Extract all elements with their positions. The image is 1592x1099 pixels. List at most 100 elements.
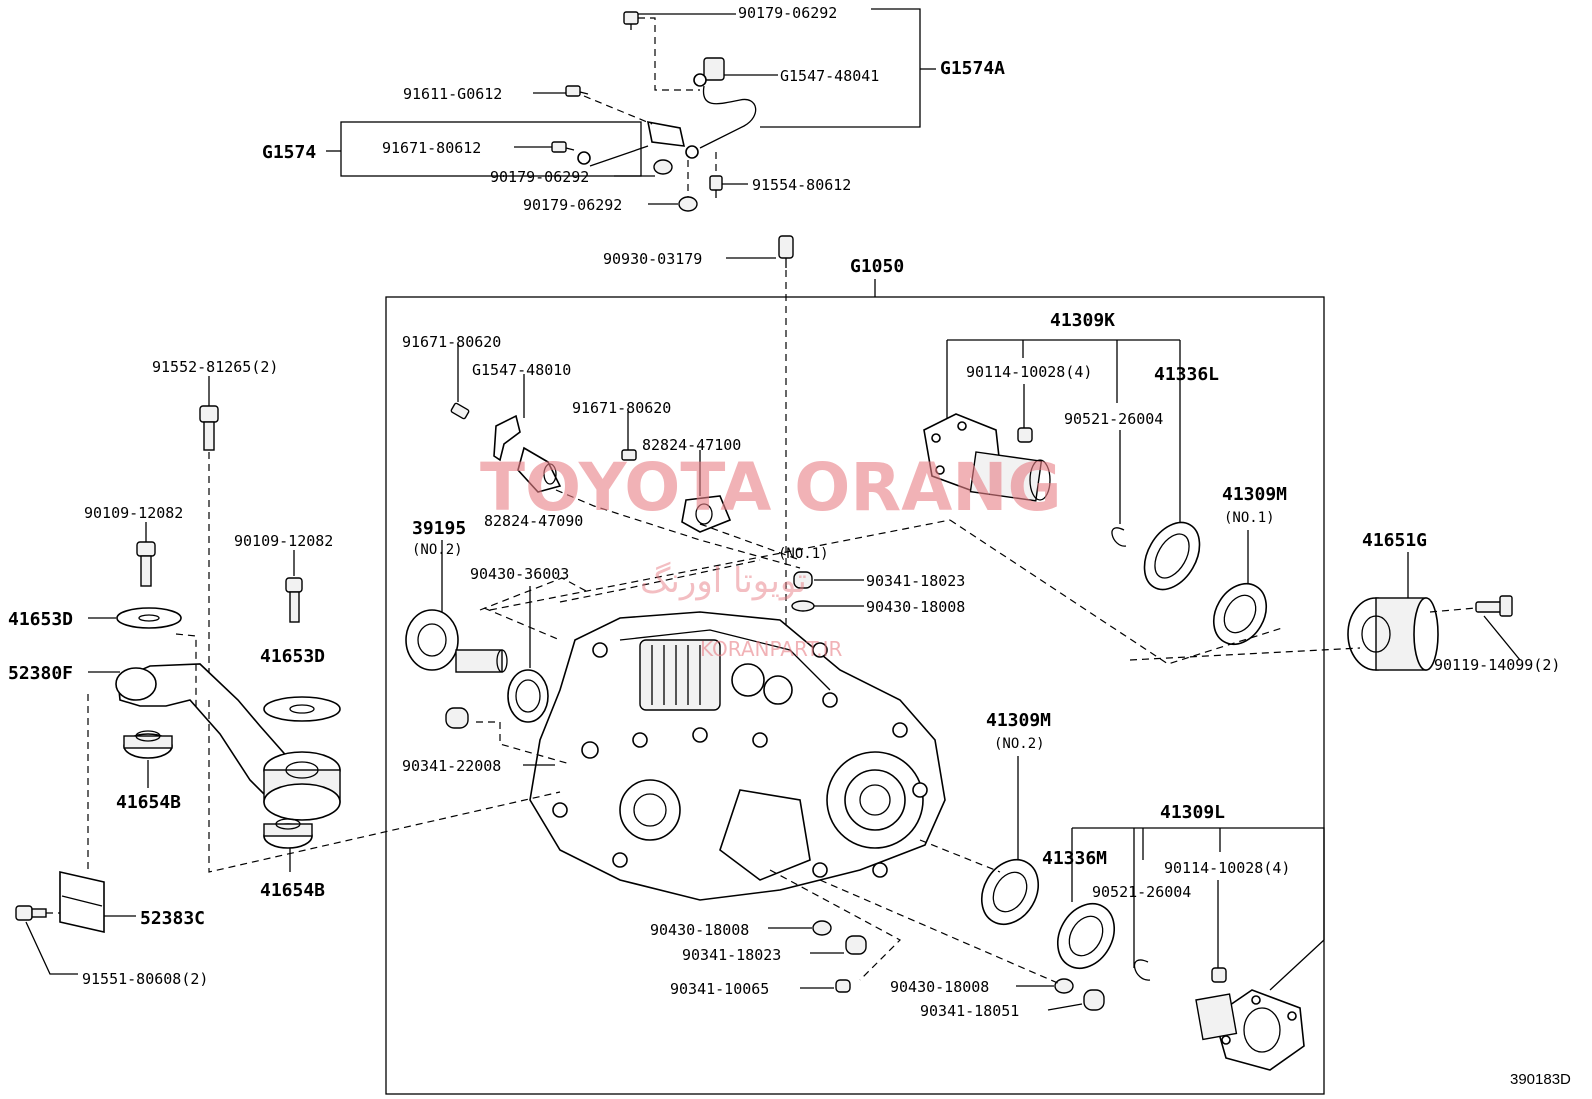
washer-icon (812, 920, 832, 936)
plug-icon (793, 571, 813, 589)
watermark: TOYOTA ORANG تویوتا اورنگ KORANPART.IR (480, 449, 1062, 661)
oil-seal-icon (1212, 583, 1268, 645)
sensor-icon (685, 57, 757, 159)
part-labels: 90179-06292 G1574A 91611-G0612 G1547-480… (8, 4, 1571, 1088)
part-label: 90341-22008 (402, 757, 501, 775)
bushing-icon (263, 751, 341, 821)
snap-ring-icon (1111, 527, 1127, 547)
bolt-icon (623, 11, 639, 30)
part-label: 90341-18051 (920, 1002, 1019, 1020)
part-label: 91552-81265(2) (152, 358, 278, 376)
svg-text:تویوتا اورنگ: تویوتا اورنگ (640, 561, 807, 601)
part-label: 90430-18008 (866, 598, 965, 616)
part-label: 90179-06292 (490, 168, 589, 186)
sensor-harness-group (514, 11, 778, 212)
part-label: 41654B (260, 880, 325, 901)
plug-icon (1083, 989, 1105, 1011)
part-label: 41336M (1042, 848, 1107, 869)
group-label: G1574A (940, 58, 1005, 79)
part-label: 82824-47100 (642, 436, 741, 454)
washer-icon (263, 696, 341, 722)
transfer-case-icon (529, 611, 946, 901)
part-label: 41654B (116, 792, 181, 813)
part-label: 90109-12082 (234, 532, 333, 550)
sensor-icon (493, 414, 562, 493)
part-label: 52380F (8, 663, 73, 684)
bolt-icon (1017, 427, 1033, 443)
part-label: 90341-18023 (866, 572, 965, 590)
part-label: 52383C (140, 908, 205, 929)
part-label: 90930-03179 (603, 250, 702, 268)
bolt-icon (709, 175, 723, 198)
oil-seal-icon (980, 859, 1040, 925)
washer-icon (791, 600, 815, 612)
bracket-icon (115, 663, 291, 802)
part-label: 91671-80620 (402, 333, 501, 351)
part-label: 82824-47090 (484, 512, 583, 530)
part-label: 41336L (1154, 364, 1219, 385)
part-label: G1547-48010 (472, 361, 571, 379)
note-label: (NO.1) (1224, 510, 1275, 526)
bolt-icon (1211, 967, 1227, 983)
part-label: 90179-06292 (738, 4, 837, 22)
note-label: (NO.2) (412, 542, 463, 558)
bushing-icon (123, 730, 173, 759)
part-label: 90430-18008 (650, 921, 749, 939)
flange-icon (1195, 989, 1305, 1071)
part-label: 91554-80612 (752, 176, 851, 194)
bolt-icon (450, 402, 470, 420)
damper-icon (1347, 597, 1439, 671)
part-label: 90341-18023 (682, 946, 781, 964)
washer-icon (1054, 978, 1074, 994)
snap-ring-icon (1133, 959, 1151, 981)
part-label: 41309M (986, 710, 1051, 731)
oil-seal-icon (1143, 521, 1201, 591)
reference-code: 390183D (1510, 1071, 1571, 1088)
part-label: 90109-12082 (84, 504, 183, 522)
part-label: 90521-26004 (1092, 883, 1191, 901)
bracket-icon (59, 870, 105, 934)
svg-text:TOYOTA ORANG: TOYOTA ORANG (480, 449, 1062, 526)
bolt-icon (565, 85, 589, 97)
part-label: G1547-48041 (780, 67, 879, 85)
part-label: 90179-06292 (523, 196, 622, 214)
note-label: (NO.2) (994, 736, 1045, 752)
part-label: 90119-14099(2) (1434, 656, 1560, 674)
group-label: 41309K (1050, 310, 1115, 331)
washer-icon (653, 159, 673, 175)
svg-text:KORANPART.IR: KORANPART.IR (700, 637, 842, 661)
oil-seal-icon (507, 669, 549, 723)
plug-icon (778, 235, 794, 268)
bolt-icon (199, 405, 219, 451)
part-label: 41653D (260, 646, 325, 667)
part-label: 41309M (1222, 484, 1287, 505)
bolt-icon (551, 141, 575, 153)
bolt-icon (621, 449, 637, 461)
bolt-icon (1475, 595, 1513, 617)
part-label: 90430-18008 (890, 978, 989, 996)
part-label: 91551-80608(2) (82, 970, 208, 988)
part-label: 41653D (8, 609, 73, 630)
bolt-icon (136, 541, 156, 587)
part-label: 39195 (412, 518, 466, 539)
part-label: 90114-10028(4) (1164, 859, 1290, 877)
part-label: 91671-80620 (572, 399, 671, 417)
flange-icon (923, 413, 1051, 502)
bolt-icon (285, 577, 303, 623)
group-label: G1574 (262, 142, 316, 163)
washer-icon (116, 607, 182, 629)
plug-icon (845, 935, 867, 955)
part-label: 90430-36003 (470, 565, 569, 583)
part-label: 91671-80612 (382, 139, 481, 157)
part-label: 90114-10028(4) (966, 363, 1092, 381)
bracket-icon (577, 120, 686, 167)
bushing-icon (263, 818, 313, 849)
part-label: 90521-26004 (1064, 410, 1163, 428)
g1574a-bracket (760, 8, 921, 128)
damper-icon (405, 609, 508, 673)
part-label: 90341-10065 (670, 980, 769, 998)
bolt-icon (15, 905, 47, 921)
plug-icon (835, 979, 851, 993)
washer-icon (678, 196, 698, 212)
